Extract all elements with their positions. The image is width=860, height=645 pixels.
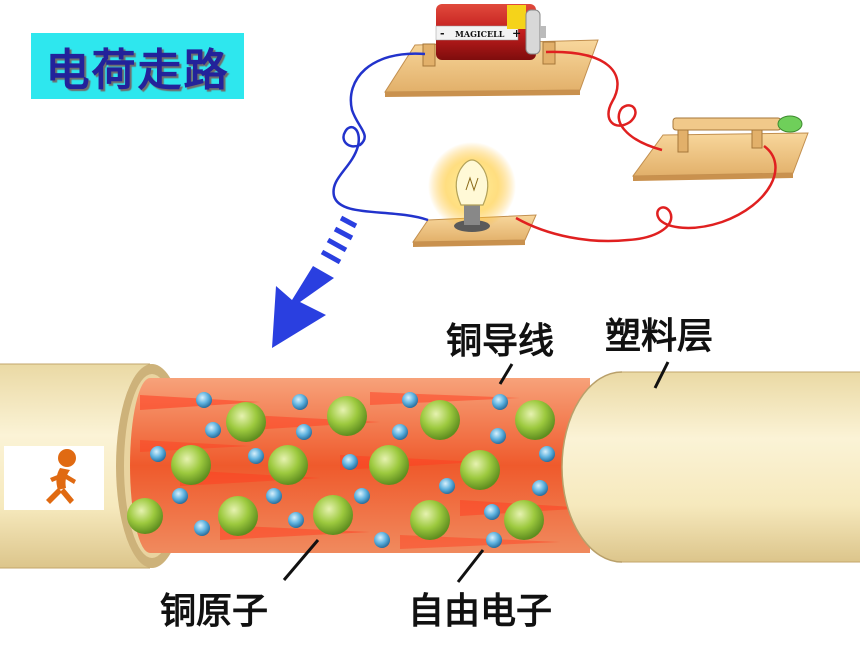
copper-atom xyxy=(171,445,211,485)
label-copper-atom: 铜原子 xyxy=(160,591,269,632)
page-title: 电荷走路 xyxy=(45,45,230,96)
free-electron xyxy=(490,428,506,444)
copper-atom xyxy=(504,500,544,540)
copper-atom xyxy=(313,495,353,535)
free-electron xyxy=(439,478,455,494)
wire-positive-return xyxy=(515,144,777,243)
free-electron xyxy=(288,512,304,528)
free-electron xyxy=(486,532,502,548)
free-electron xyxy=(194,520,210,536)
label-free-electron: 自由电子 xyxy=(408,591,553,632)
free-electron xyxy=(196,392,212,408)
copper-atom xyxy=(127,498,163,534)
copper-atom xyxy=(460,450,500,490)
copper-atom xyxy=(268,445,308,485)
wire-negative xyxy=(332,52,429,222)
label-copper-wire: 铜导线 xyxy=(446,321,555,362)
free-electron xyxy=(342,454,358,470)
free-electron xyxy=(248,448,264,464)
copper-atom xyxy=(515,400,555,440)
battery-brand-label: MAGICELL xyxy=(455,29,505,39)
free-electron xyxy=(354,488,370,504)
copper-atom xyxy=(327,396,367,436)
battery-plus-label: + xyxy=(512,27,522,40)
pointer-copper-atom xyxy=(282,539,320,581)
switch-board xyxy=(632,115,809,181)
label-plastic-layer: 塑料层 xyxy=(605,316,714,357)
pointer-free-electron xyxy=(456,549,485,583)
copper-atom xyxy=(369,445,409,485)
free-electron xyxy=(532,480,548,496)
pointer-copper-wire xyxy=(498,363,514,385)
copper-atom xyxy=(226,402,266,442)
light-bulb xyxy=(428,142,516,232)
battery xyxy=(435,4,546,60)
free-electron xyxy=(492,394,508,410)
down-left-arrow xyxy=(272,215,358,348)
copper-atoms xyxy=(127,396,555,540)
free-electrons xyxy=(150,392,555,548)
pointer-plastic-layer xyxy=(653,361,670,389)
free-electron xyxy=(172,488,188,504)
title-box: 电荷走路 xyxy=(31,33,244,99)
free-electron xyxy=(150,446,166,462)
wire-positive xyxy=(545,50,663,152)
battery-minus-label: - xyxy=(440,27,445,40)
free-electron xyxy=(402,392,418,408)
copper-atom xyxy=(218,496,258,536)
free-electron xyxy=(292,394,308,410)
plastic-insulation xyxy=(562,372,860,562)
free-electron xyxy=(392,424,408,440)
free-electron xyxy=(539,446,555,462)
free-electron xyxy=(296,424,312,440)
copper-atom xyxy=(420,400,460,440)
running-figure-icon xyxy=(4,446,104,510)
copper-core-streaks xyxy=(140,392,590,549)
copper-atom xyxy=(410,500,450,540)
free-electron xyxy=(266,488,282,504)
free-electron xyxy=(374,532,390,548)
free-electron xyxy=(484,504,500,520)
wire-section xyxy=(0,363,860,569)
free-electron xyxy=(205,422,221,438)
